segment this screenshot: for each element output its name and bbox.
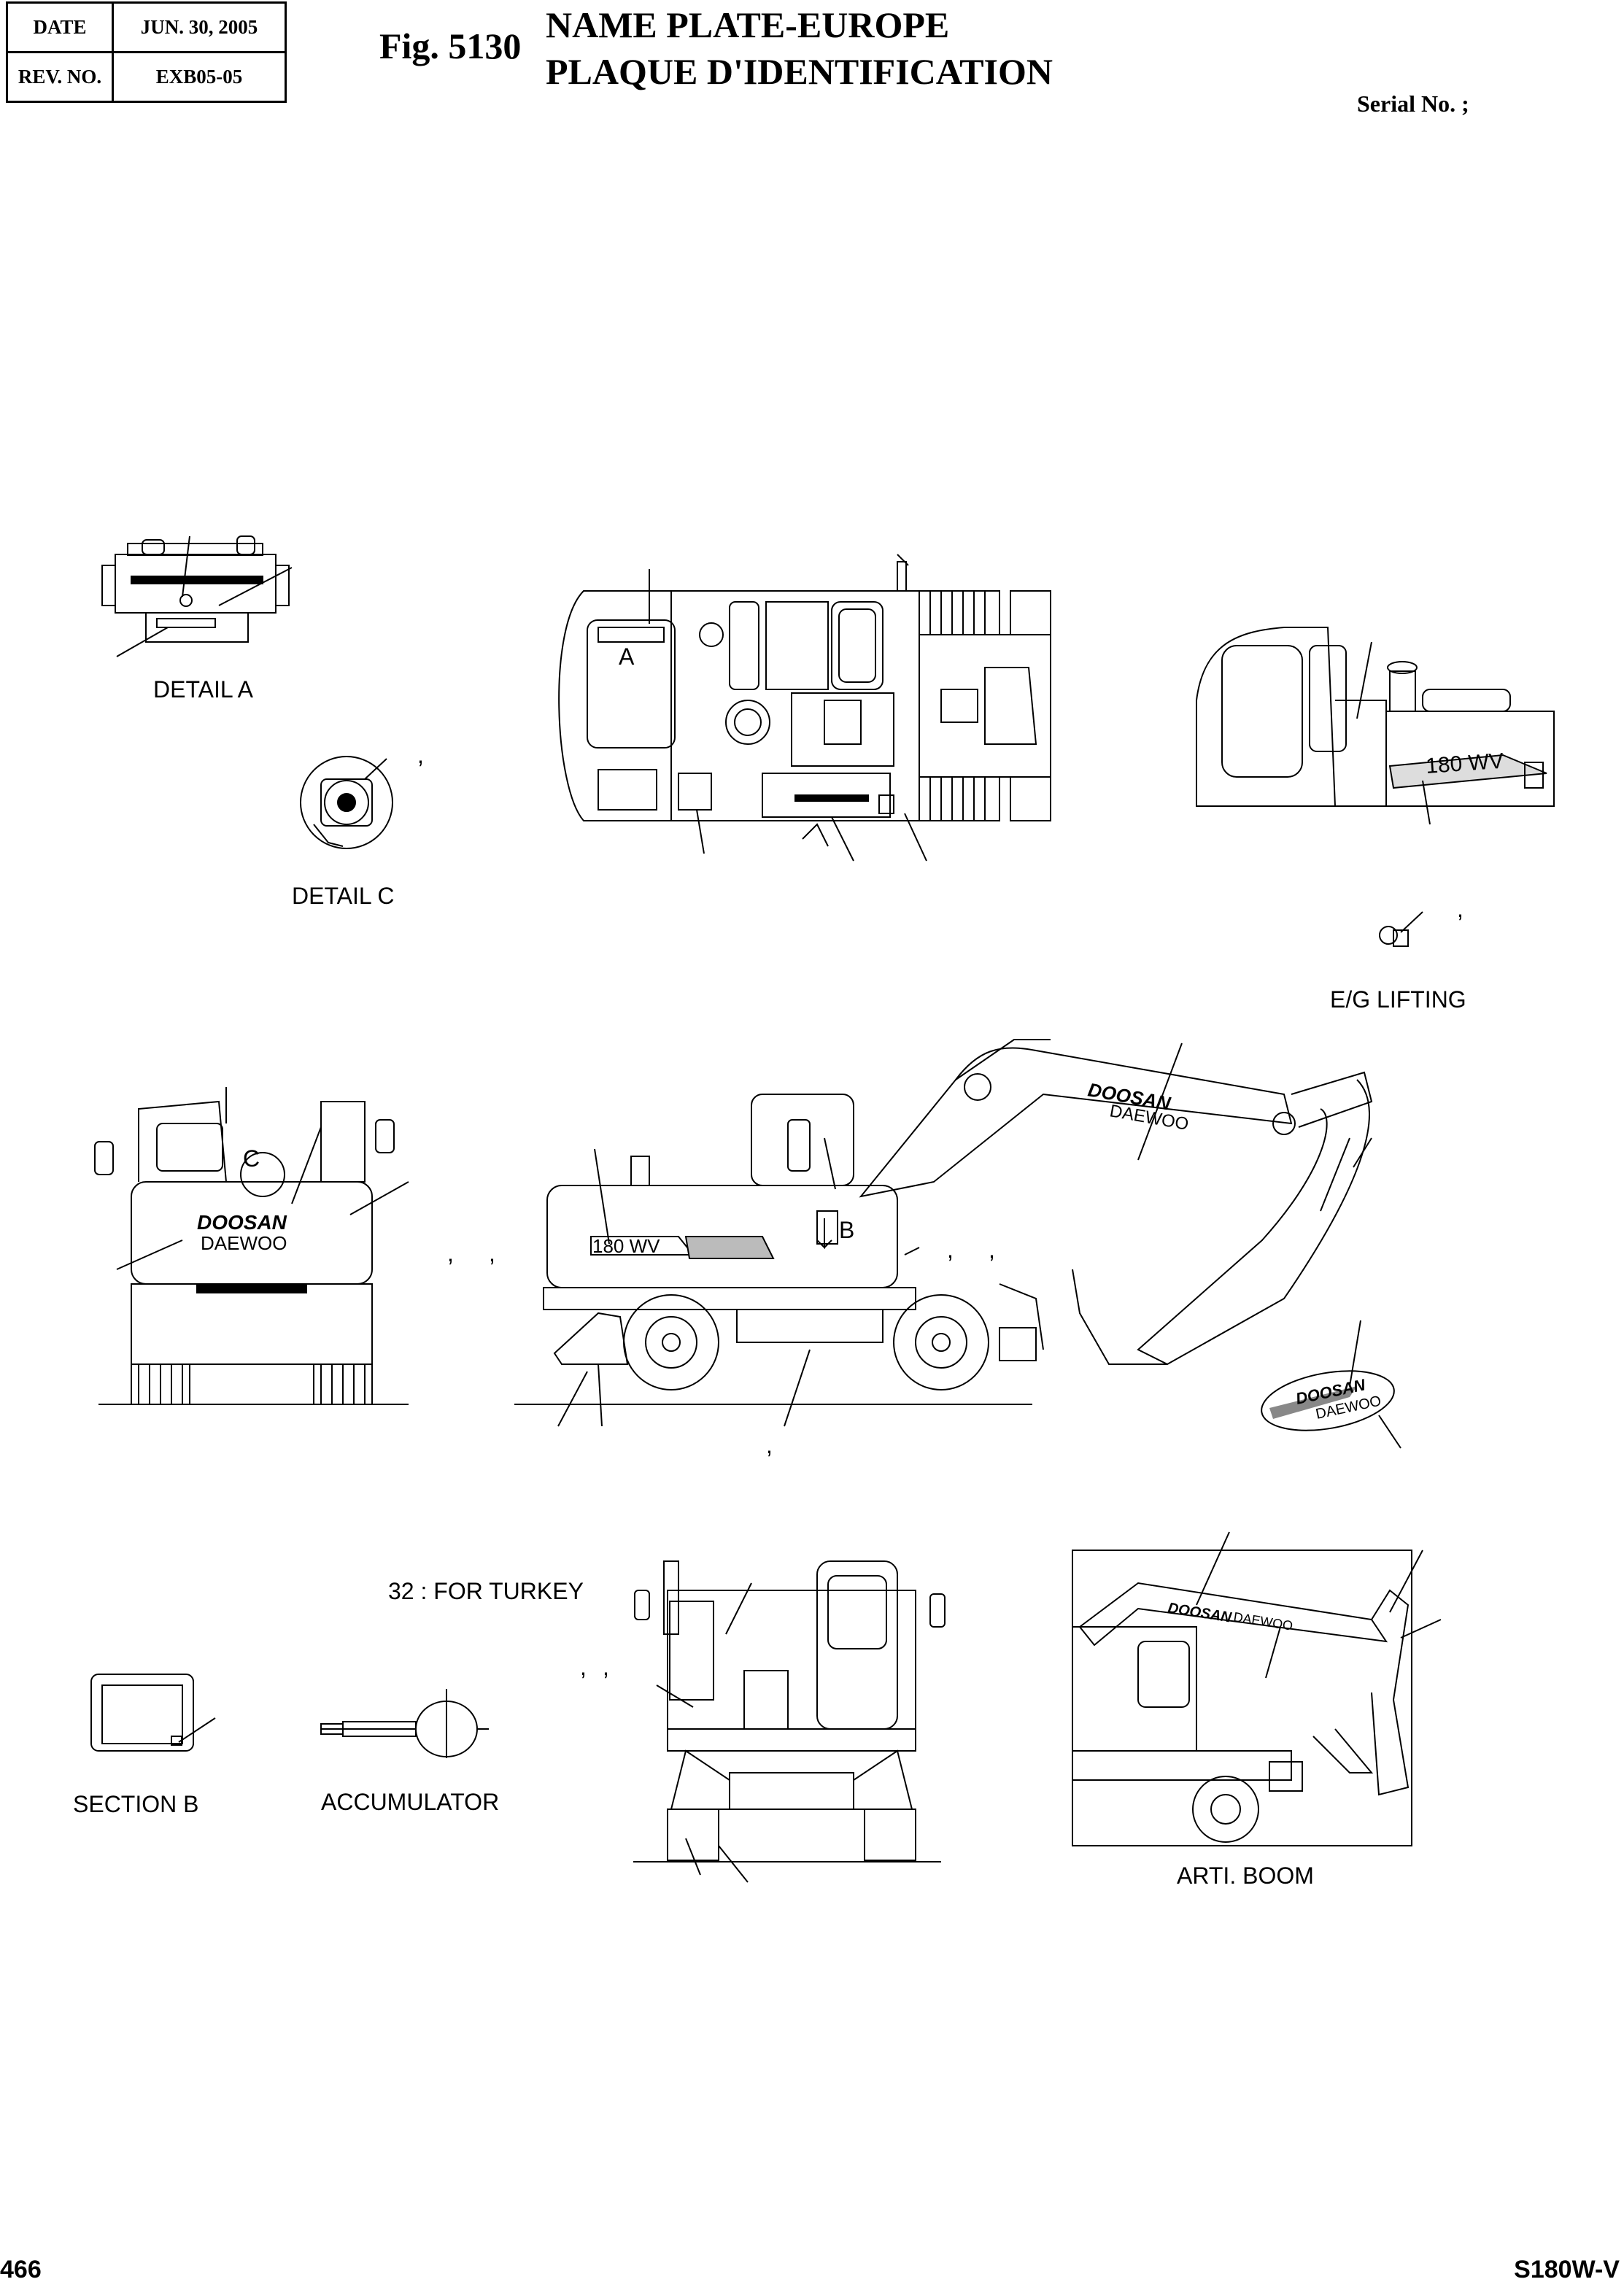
section-b-label: SECTION B: [73, 1791, 199, 1817]
accumulator-label: ACCUMULATOR: [321, 1789, 500, 1815]
comma-mark-4: ,: [489, 1240, 495, 1266]
arti-brand-doosan: DOOSAN: [1167, 1600, 1233, 1626]
figure-number: Fig. 5130: [379, 26, 522, 66]
rear-brand-daewoo: DAEWOO: [201, 1232, 287, 1254]
section-b-drawing: [91, 1674, 215, 1751]
comma-mark-9: ,: [603, 1654, 609, 1680]
marker-c: C: [243, 1145, 260, 1172]
title-english: NAME PLATE-EUROPE: [546, 4, 950, 45]
comma-mark-5: ,: [947, 1237, 954, 1263]
marker-b: B: [839, 1217, 855, 1243]
comma-mark-7: ,: [766, 1432, 773, 1458]
serial-number: Serial No. ;: [1357, 90, 1469, 117]
comma-mark-2: ,: [1457, 896, 1463, 922]
detail-c-drawing: [301, 757, 393, 848]
rear-view-drawing: [95, 1087, 409, 1404]
title-french: PLAQUE D'IDENTIFICATION: [546, 51, 1053, 92]
upper-side-view-drawing: [1196, 627, 1554, 824]
figure-title: NAME PLATE-EUROPE PLAQUE D'IDENTIFICATIO…: [546, 1, 1053, 95]
comma-mark-1: ,: [417, 742, 424, 768]
main-side-view-drawing: [514, 1040, 1372, 1426]
eg-lifting-drawing: [1380, 912, 1423, 946]
upper-model-badge: 180 WV: [1425, 749, 1504, 778]
comma-mark-3: ,: [447, 1240, 454, 1266]
date-value: JUN. 30, 2005: [112, 1, 287, 53]
accumulator-drawing: [321, 1689, 489, 1758]
page-number: 466: [0, 2256, 42, 2283]
top-view-drawing: [559, 554, 1051, 861]
front-view-drawing: [633, 1561, 945, 1882]
detail-c-label: DETAIL C: [292, 883, 395, 909]
rear-brand-doosan: DOOSAN: [197, 1211, 287, 1234]
date-label: DATE: [6, 1, 114, 53]
eg-lifting-label: E/G LIFTING: [1330, 986, 1466, 1013]
brand-decal-drawing: [1257, 1320, 1401, 1448]
marker-a: A: [619, 643, 635, 670]
comma-mark-6: ,: [989, 1237, 995, 1263]
revision-table: DATE JUN. 30, 2005 REV. NO. EXB05-05: [6, 1, 287, 103]
for-turkey-note: 32 : FOR TURKEY: [388, 1578, 584, 1604]
comma-mark-8: ,: [580, 1654, 587, 1680]
detail-a-label: DETAIL A: [153, 676, 253, 703]
main-model-badge: 180 WV: [592, 1235, 660, 1257]
rev-value: EXB05-05: [112, 51, 287, 103]
arti-brand-daewoo: DAEWOO: [1232, 1609, 1294, 1633]
detail-a-drawing: [102, 536, 292, 657]
arti-boom-label: ARTI. BOOM: [1177, 1862, 1314, 1889]
model-name: S180W-V: [1514, 2256, 1620, 2283]
rev-label: REV. NO.: [6, 51, 114, 103]
arti-boom-drawing: [1072, 1532, 1441, 1846]
